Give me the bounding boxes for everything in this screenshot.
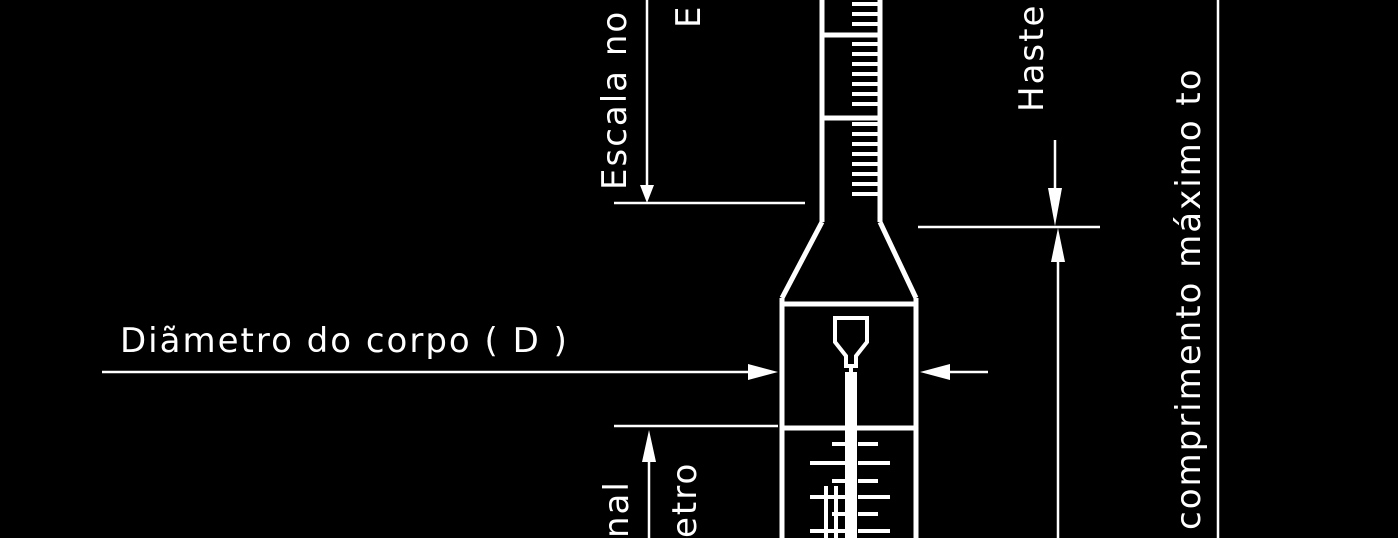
stem-label: Haste (1012, 4, 1052, 112)
arrow-right-icon (748, 364, 778, 380)
thermometer-bulb (833, 316, 869, 538)
dimension-lines (102, 0, 1220, 538)
arrow-down-icon (640, 185, 654, 203)
scale-nominal-label: Escala no (595, 10, 635, 190)
metro-bottom-label: etro (665, 462, 705, 538)
arrow-down-icon (1048, 188, 1062, 226)
dimension-arrowheads (640, 185, 1065, 462)
arrow-up-icon (1051, 228, 1065, 262)
nominal-bottom-label: nal (597, 480, 637, 538)
arrow-up-icon (642, 430, 656, 462)
body-diameter-label: Diãmetro do corpo ( D ) (120, 321, 569, 361)
thermometer-scale-ticks (810, 442, 890, 538)
stem-scale-ticks (852, 2, 878, 196)
arrow-left-icon (920, 364, 950, 380)
scale-E-label: E (669, 5, 709, 28)
total-length-label: comprimento máximo to (1169, 67, 1209, 530)
